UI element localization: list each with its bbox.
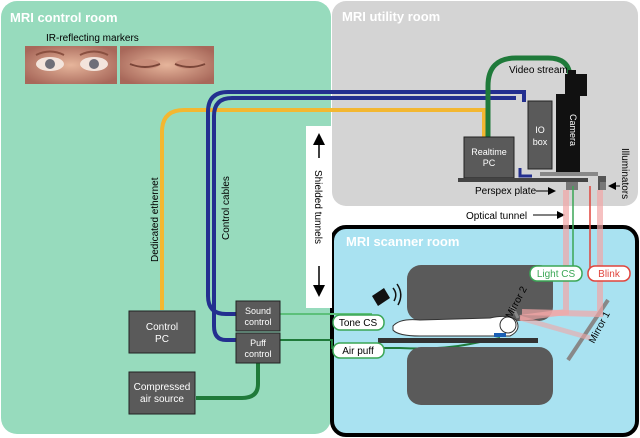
- optical-tunnel-label: Optical tunnel: [466, 211, 527, 222]
- shielded-tunnels-label: Shielded tunnels: [312, 170, 323, 244]
- eye-photo-left: [25, 46, 117, 84]
- blink-tag: Blink: [587, 265, 631, 282]
- scanner-room-title: MRI scanner room: [346, 234, 459, 249]
- head-coil-marker: [494, 333, 506, 337]
- patient-table: [378, 338, 538, 343]
- control-cable-outer: [206, 90, 526, 316]
- scanner-bore-top: [407, 265, 553, 321]
- camera: Camera: [556, 70, 587, 174]
- blink-label: Blink: [598, 269, 621, 280]
- patient-head: [499, 316, 517, 334]
- control-pc-box: Control PC: [128, 310, 196, 354]
- compressed-air-label-2: air source: [140, 394, 184, 405]
- puff-control-label-1: Puff: [250, 338, 266, 348]
- puff-control-box: Puff control: [235, 332, 281, 364]
- control-room-title: MRI control room: [10, 10, 118, 25]
- light-cs-tag: Light CS: [529, 265, 583, 282]
- realtime-pc-label-2: PC: [483, 158, 496, 168]
- video-stream-cable: [485, 55, 573, 138]
- patient-body: [392, 315, 519, 337]
- tone-cs-label: Tone CS: [339, 318, 378, 329]
- eye-photo-right: [120, 46, 214, 84]
- puff-control-label-2: control: [244, 349, 271, 359]
- camera-label: Camera: [568, 114, 578, 146]
- dedicated-ethernet-label: Dedicated ethernet: [150, 177, 161, 262]
- markers-caption: IR-reflecting markers: [46, 33, 139, 44]
- io-box-label-2: box: [533, 137, 548, 147]
- air-puff-tag: Air puff: [332, 342, 385, 359]
- utility-room-title: MRI utility room: [342, 9, 440, 24]
- bench: [458, 178, 588, 182]
- mirror-2: [510, 305, 520, 319]
- control-cable-inner: [212, 96, 516, 342]
- light-cs-label: Light CS: [537, 269, 576, 280]
- perspex-plate: [540, 172, 598, 176]
- light-beam-3: [519, 315, 591, 341]
- illuminators-label: Illuminators: [619, 148, 630, 199]
- control-pc-label-1: Control: [146, 322, 178, 333]
- sound-control-box: Sound control: [235, 300, 281, 332]
- air-puff-label: Air puff: [342, 346, 374, 357]
- light-beam-2: [521, 190, 603, 318]
- optical-tunnel-block-2: [600, 182, 606, 190]
- dedicated-ethernet-cable: [160, 108, 486, 310]
- control-pc-label-2: PC: [155, 334, 169, 345]
- air-line-to-compressor: [196, 354, 260, 400]
- speaker-icon: [372, 283, 402, 306]
- scanner-bore-bottom: [407, 347, 553, 405]
- video-stream-label: Video stream: [509, 65, 568, 76]
- perspex-plate-label: Perspex plate: [475, 186, 537, 197]
- io-box: IO box: [527, 100, 553, 170]
- sound-control-label-1: Sound: [245, 306, 271, 316]
- realtime-io-link: [518, 168, 532, 178]
- sound-control-label-2: control: [244, 317, 271, 327]
- compressed-air-box: Compressed air source: [128, 371, 196, 415]
- compressed-air-label-1: Compressed: [134, 382, 191, 393]
- realtime-pc-label-1: Realtime: [471, 147, 507, 157]
- tone-cs-tag: Tone CS: [332, 314, 385, 331]
- realtime-pc-box: Realtime PC: [463, 136, 515, 179]
- optical-tunnel-block: [566, 182, 578, 190]
- control-cables-label: Control cables: [221, 176, 232, 240]
- io-box-label-1: IO: [535, 125, 545, 135]
